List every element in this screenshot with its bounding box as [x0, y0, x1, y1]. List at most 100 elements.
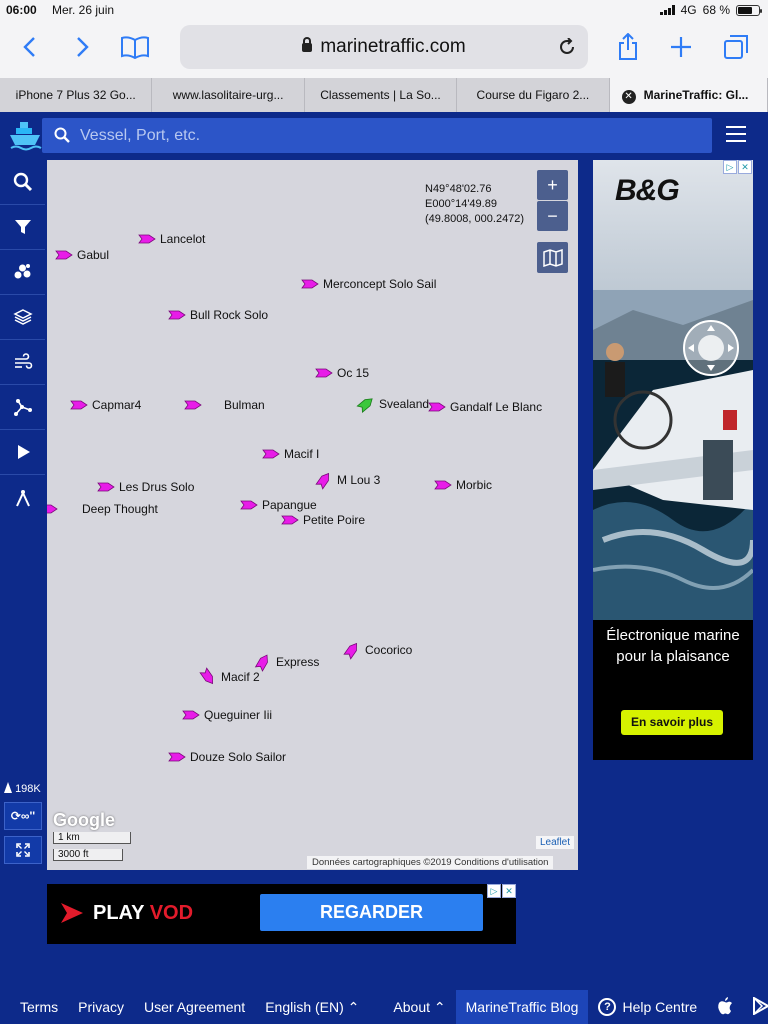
ad-banner-bottom[interactable]: PLAY VOD REGARDER ▷ ✕ — [47, 884, 516, 944]
status-time: 06:00 — [6, 3, 37, 17]
vessel-icon[interactable] — [356, 394, 376, 414]
tab-course-figaro[interactable]: Course du Figaro 2... — [457, 78, 610, 112]
sidebar-layers[interactable] — [0, 295, 45, 340]
reload-icon[interactable] — [558, 25, 576, 72]
vessel-marker[interactable]: Douze Solo Sailor — [168, 750, 286, 764]
refresh-icon: ⟳ — [10, 809, 21, 823]
vessel-icon[interactable] — [70, 400, 88, 410]
vessel-icon[interactable] — [301, 279, 319, 289]
sidebar-weather[interactable] — [0, 340, 45, 385]
vessel-marker[interactable]: M Lou 3 — [315, 470, 380, 490]
leaflet-link[interactable]: Leaflet — [536, 836, 575, 849]
vessel-marker[interactable]: Gabul — [55, 248, 109, 262]
vessel-icon[interactable] — [315, 470, 334, 490]
ad-banner-right[interactable]: B&G Électronique marine pour la plaisanc… — [593, 160, 753, 760]
vessel-marker[interactable]: Svealand — [356, 394, 430, 414]
ad-close-icon[interactable]: ✕ — [502, 884, 516, 898]
vessel-icon[interactable] — [428, 402, 446, 412]
vessel-marker[interactable]: Bull Rock Solo — [168, 308, 268, 322]
footer-language[interactable]: English (EN) ⌃ — [265, 999, 360, 1015]
sidebar-fleets[interactable] — [0, 250, 45, 295]
vessel-icon[interactable] — [281, 515, 299, 525]
back-icon[interactable] — [12, 30, 48, 64]
map-view[interactable]: N49°48'02.76 E000°14'49.89 (49.8008, 000… — [47, 160, 578, 870]
vessel-icon[interactable] — [182, 710, 200, 720]
playvod-logo-icon — [61, 903, 83, 923]
footer-blog[interactable]: MarineTraffic Blog — [455, 990, 589, 1024]
apple-icon[interactable] — [707, 990, 743, 1024]
google-play-icon[interactable] — [743, 990, 768, 1024]
footer-help[interactable]: ? Help Centre — [588, 990, 707, 1024]
vessel-icon[interactable] — [315, 368, 333, 378]
coord-lon: E000°14'49.89 — [425, 198, 497, 210]
vessel-icon[interactable] — [138, 234, 156, 244]
vessel-marker[interactable]: Gandalf Le Blanc — [428, 400, 542, 414]
footer-privacy[interactable]: Privacy — [78, 999, 125, 1015]
sidebar-filter[interactable] — [0, 205, 45, 250]
url-bar[interactable]: marinetraffic.com — [180, 25, 588, 69]
share-icon[interactable] — [610, 30, 646, 64]
vessel-icon[interactable] — [184, 400, 202, 410]
vessel-marker[interactable]: Capmar4 — [70, 398, 141, 412]
vessel-marker[interactable]: Macif 2 — [199, 667, 260, 687]
sidebar-measure[interactable] — [0, 475, 45, 520]
forward-icon[interactable] — [64, 30, 100, 64]
vessel-icon[interactable] — [343, 640, 362, 660]
ad-close-icon[interactable]: ✕ — [738, 160, 752, 174]
tab-marinetraffic[interactable]: ✕MarineTraffic: Gl... — [609, 78, 768, 112]
marinetraffic-logo-icon[interactable] — [8, 118, 42, 152]
vessel-marker[interactable]: Petite Poire — [281, 513, 365, 527]
vessel-label: Deep Thought — [82, 502, 158, 516]
vessel-icon[interactable] — [168, 752, 186, 762]
vessel-icon[interactable] — [47, 504, 58, 514]
footer-user-agreement[interactable]: User Agreement — [144, 999, 246, 1015]
vessel-marker[interactable]: Express — [254, 654, 319, 672]
footer-terms[interactable]: Terms — [20, 999, 59, 1015]
vessel-icon[interactable] — [254, 652, 272, 673]
refresh-button[interactable]: ⟳∞'' — [4, 802, 42, 830]
regarder-button[interactable]: REGARDER — [260, 894, 483, 931]
vessel-icon[interactable] — [262, 449, 280, 459]
tabs-icon[interactable] — [718, 30, 754, 64]
zoom-in-button[interactable]: + — [537, 170, 568, 200]
map-type-button[interactable] — [537, 242, 568, 273]
sidebar-search[interactable] — [0, 160, 45, 205]
new-tab-icon[interactable] — [663, 30, 699, 64]
vessel-marker[interactable]: Les Drus Solo — [97, 480, 194, 494]
vessel-icon[interactable] — [434, 480, 452, 490]
tab-classements[interactable]: Classements | La So... — [305, 78, 458, 112]
search-input[interactable] — [80, 118, 700, 153]
vessel-marker[interactable]: Morbic — [434, 478, 492, 492]
vessel-marker[interactable]: Bulman — [184, 398, 265, 412]
vessel-label: Svealand — [379, 397, 430, 411]
vessel-marker[interactable]: Merconcept Solo Sail — [301, 277, 436, 291]
vessel-marker[interactable]: Deep Thought — [47, 502, 158, 516]
fullscreen-button[interactable] — [4, 836, 42, 864]
vessel-icon[interactable] — [199, 667, 218, 687]
menu-icon[interactable] — [726, 126, 746, 142]
sidebar-playback[interactable] — [0, 430, 45, 475]
adchoices-icon[interactable]: ▷ — [487, 884, 501, 898]
tab-lasolitaire[interactable]: www.lasolitaire-urg... — [152, 78, 305, 112]
ships-count: 198K — [4, 782, 41, 795]
close-tab-icon[interactable]: ✕ — [621, 90, 636, 104]
vessel-icon[interactable] — [97, 482, 115, 492]
zoom-out-button[interactable]: − — [537, 201, 568, 231]
bookmarks-icon[interactable] — [117, 30, 153, 64]
sidebar-route[interactable] — [0, 385, 45, 430]
scale-ft: 3000 ft — [53, 849, 123, 861]
vessel-marker[interactable]: Cocorico — [343, 640, 412, 660]
vessel-icon[interactable] — [168, 310, 186, 320]
vessel-marker[interactable]: Oc 15 — [315, 366, 369, 380]
vessel-icon[interactable] — [55, 250, 73, 260]
tab-iphone[interactable]: iPhone 7 Plus 32 Go... — [0, 78, 153, 112]
footer-about[interactable]: About ⌃ — [393, 999, 446, 1015]
vessel-marker[interactable]: Papangue — [240, 498, 317, 512]
vessel-icon[interactable] — [240, 500, 258, 510]
ad-cta-button[interactable]: En savoir plus — [621, 710, 723, 735]
adchoices-icon[interactable]: ▷ — [723, 160, 737, 174]
vessel-marker[interactable]: Lancelot — [138, 232, 205, 246]
vessel-marker[interactable]: Queguiner Iii — [182, 708, 272, 722]
vessel-marker[interactable]: Macif I — [262, 447, 319, 461]
map-attribution[interactable]: Données cartographiques ©2019 Conditions… — [307, 856, 554, 869]
